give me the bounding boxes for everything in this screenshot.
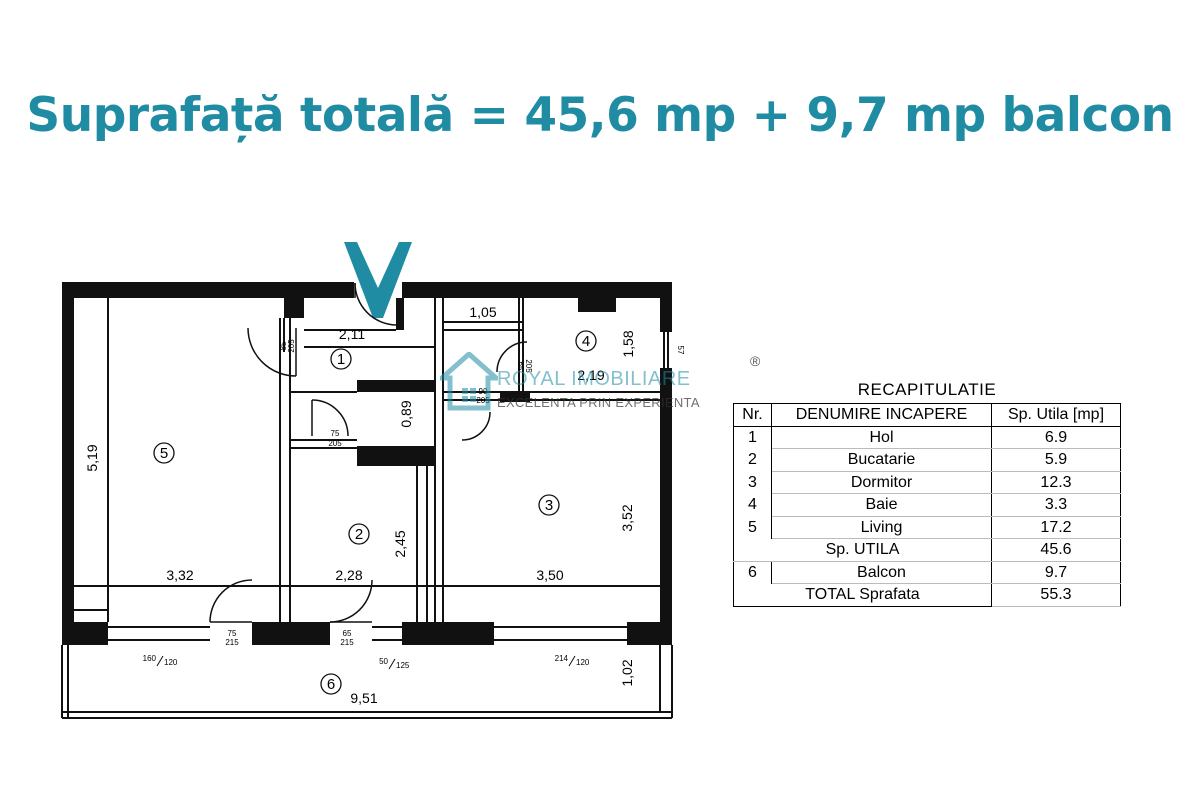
recap-table: RECAPITULATIE Nr. DENUMIRE INCAPERE Sp. …	[733, 377, 1121, 607]
entrance-marker-icon	[344, 242, 412, 318]
room-number-3: 3	[545, 497, 553, 514]
door-living-balcon-w: 75	[228, 629, 237, 638]
subtotal-label: Sp. UTILA	[733, 538, 992, 562]
recap-title: RECAPITULATIE	[857, 380, 997, 399]
room-number-1: 1	[337, 351, 345, 368]
table-header-row: Nr. DENUMIRE INCAPERE Sp. Utila [mp]	[733, 403, 1121, 427]
dim-dormitor-height: 3,52	[619, 504, 635, 531]
room-number-5: 5	[160, 445, 168, 462]
dim-bucatarie-height: 2,45	[392, 530, 408, 557]
table-row: 2 Bucatarie 5.9	[733, 448, 1121, 472]
door-bucatarie-balcon-h: 215	[340, 638, 354, 647]
header-nr: Nr.	[733, 403, 772, 427]
door-baie-w: 65	[516, 362, 525, 371]
total-row: TOTAL Sprafata 55.3	[733, 583, 1121, 607]
dim-balcon-height: 1,02	[619, 659, 635, 686]
row-name: Living	[771, 516, 992, 539]
door-bucatarie-w: 75	[331, 429, 340, 438]
dim-hol-small: 1,05	[469, 304, 496, 320]
row-area: 12.3	[991, 471, 1121, 494]
room-labels	[153, 330, 597, 695]
table-row: 5 Living 17.2	[733, 516, 1121, 539]
total-area: 55.3	[991, 583, 1121, 607]
window-label-bucatarie: 50 125	[379, 657, 410, 670]
svg-text:120: 120	[576, 658, 590, 667]
dim-living-height: 5,19	[84, 444, 100, 471]
room-number-6: 6	[327, 676, 335, 693]
header-name: DENUMIRE INCAPERE	[771, 403, 992, 427]
page-title: Suprafață totală = 45,6 mp + 9,7 mp balc…	[26, 88, 1174, 143]
total-label: TOTAL Sprafata	[733, 583, 992, 607]
inner-walls	[61, 298, 673, 719]
dim-hol-width: 2,11	[339, 326, 365, 342]
window-baie-size: 57	[676, 346, 685, 355]
room-number-2: 2	[355, 526, 363, 543]
registered-mark: ®	[750, 353, 761, 369]
window-label-living: 160 120	[143, 654, 178, 667]
table-row: 4 Baie 3.3	[733, 493, 1121, 517]
svg-text:50: 50	[379, 657, 388, 666]
dim-dormitor-width: 3,50	[536, 567, 563, 583]
watermark-brand: ROYAL IMOBILIARE	[497, 368, 691, 390]
dim-baie-width: 2,19	[577, 367, 604, 383]
svg-text:160: 160	[143, 654, 157, 663]
door-living-hol-w: 85	[279, 341, 288, 350]
row-nr: 2	[733, 448, 772, 471]
door-living-hol-h: 205	[287, 339, 296, 353]
row-name: Dormitor	[771, 471, 992, 494]
row-area: 3.3	[991, 493, 1121, 517]
row-area: 6.9	[991, 426, 1121, 449]
house-logo-icon	[440, 352, 498, 411]
dim-living-width: 3,32	[166, 567, 193, 583]
door-bucatarie-h: 205	[328, 439, 342, 448]
door-dormitor-h: 205	[476, 396, 490, 405]
row-name: Baie	[771, 493, 992, 517]
watermark-tagline: EXCELENTA PRIN EXPERIENTA	[497, 395, 700, 410]
window-label-dormitor: 214 120	[555, 654, 590, 667]
row-name: Hol	[771, 426, 992, 449]
row-nr: 3	[733, 471, 772, 494]
table-row: 1 Hol 6.9	[733, 426, 1121, 449]
header-area: Sp. Utila [mp]	[991, 403, 1121, 427]
row-name: Bucatarie	[771, 448, 992, 472]
table-row: 3 Dormitor 12.3	[733, 471, 1121, 494]
row-nr: 5	[733, 516, 772, 539]
row-area: 5.9	[991, 448, 1121, 472]
subtotal-area: 45.6	[991, 538, 1121, 562]
door-swings	[209, 282, 528, 623]
walls	[62, 282, 672, 645]
subtotal-row: Sp. UTILA 45.6	[733, 538, 1121, 562]
row-nr: 4	[733, 493, 772, 516]
dim-hol-height: 0,89	[398, 400, 414, 427]
svg-text:214: 214	[555, 654, 569, 663]
dim-baie-height: 1,58	[620, 330, 636, 357]
svg-text:120: 120	[164, 658, 178, 667]
door-dormitor-w: 90	[479, 387, 488, 396]
row-name: Balcon	[771, 561, 992, 584]
row-area: 9.7	[991, 561, 1121, 584]
table-row: 6 Balcon 9.7	[733, 561, 1121, 584]
room-number-4: 4	[582, 333, 590, 350]
svg-text:125: 125	[396, 661, 410, 670]
row-area: 17.2	[991, 516, 1121, 539]
dim-bucatarie-width: 2,28	[335, 567, 362, 583]
door-living-balcon-h: 215	[225, 638, 239, 647]
row-nr: 6	[733, 561, 772, 584]
door-bucatarie-balcon-w: 65	[343, 629, 352, 638]
row-nr: 1	[733, 426, 772, 449]
door-baie-h: 205	[524, 359, 533, 373]
dim-balcon-width: 9,51	[350, 690, 377, 706]
